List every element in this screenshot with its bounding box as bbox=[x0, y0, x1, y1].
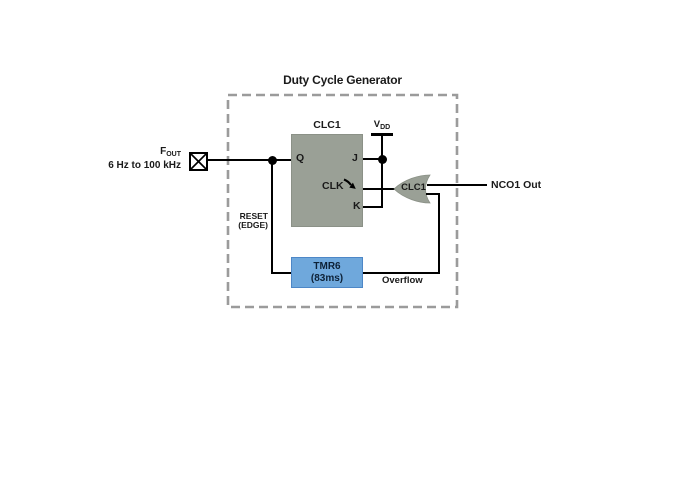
pin-label-j: J bbox=[352, 152, 358, 164]
vdd-subscript: DD bbox=[380, 124, 391, 131]
pin-label-q: Q bbox=[296, 152, 305, 164]
nco1-out-label: NCO1 Out bbox=[491, 179, 542, 191]
wire-overflow bbox=[363, 272, 440, 274]
wire-j-input bbox=[363, 158, 382, 160]
dashed-boundary-box bbox=[226, 93, 459, 309]
fout-label: FOUT bbox=[95, 146, 181, 159]
diagram-title: Duty Cycle Generator bbox=[283, 73, 402, 87]
vdd-rail-bar bbox=[371, 133, 393, 136]
wire-q-output bbox=[207, 159, 291, 161]
vdd-symbol: V bbox=[373, 119, 381, 130]
wire-nco1-out bbox=[427, 184, 487, 186]
clc1-flipflop-block bbox=[291, 134, 363, 227]
fout-range-label: 6 Hz to 100 kHz bbox=[108, 160, 181, 171]
reset-label-line2: (EDGE) bbox=[238, 220, 268, 231]
wire-clk-input bbox=[363, 188, 395, 190]
wire-k-input bbox=[363, 206, 382, 208]
flipflop-title: CLC1 bbox=[313, 119, 341, 131]
wire-gate-feedback-stub bbox=[426, 193, 440, 195]
overflow-label: Overflow bbox=[382, 275, 423, 286]
clc1-gate-shape bbox=[393, 174, 431, 204]
pin-label-clk: CLK bbox=[322, 180, 344, 192]
wire-vdd-vertical bbox=[381, 135, 383, 208]
wire-tmr6-input bbox=[271, 272, 291, 274]
tmr6-name: TMR6 bbox=[313, 261, 341, 272]
tmr6-period: (83ms) bbox=[310, 272, 344, 284]
tmr6-block: TMR6 (83ms) bbox=[291, 257, 363, 288]
vdd-label: VDD bbox=[366, 119, 398, 132]
gate-label: CLC1 bbox=[401, 182, 426, 193]
fout-symbol: F bbox=[160, 146, 167, 157]
junction-dot-j bbox=[378, 155, 387, 164]
reset-label-line1: RESET bbox=[239, 211, 268, 221]
clock-edge-arrow-icon bbox=[343, 178, 356, 189]
fout-subscript: OUT bbox=[166, 151, 181, 158]
wire-reset-vertical bbox=[271, 160, 273, 274]
wire-feedback-vertical bbox=[438, 193, 440, 274]
pin-label-k: K bbox=[353, 200, 361, 212]
io-pin-icon bbox=[189, 152, 208, 171]
reset-edge-label: RESET (EDGE) bbox=[213, 211, 268, 231]
